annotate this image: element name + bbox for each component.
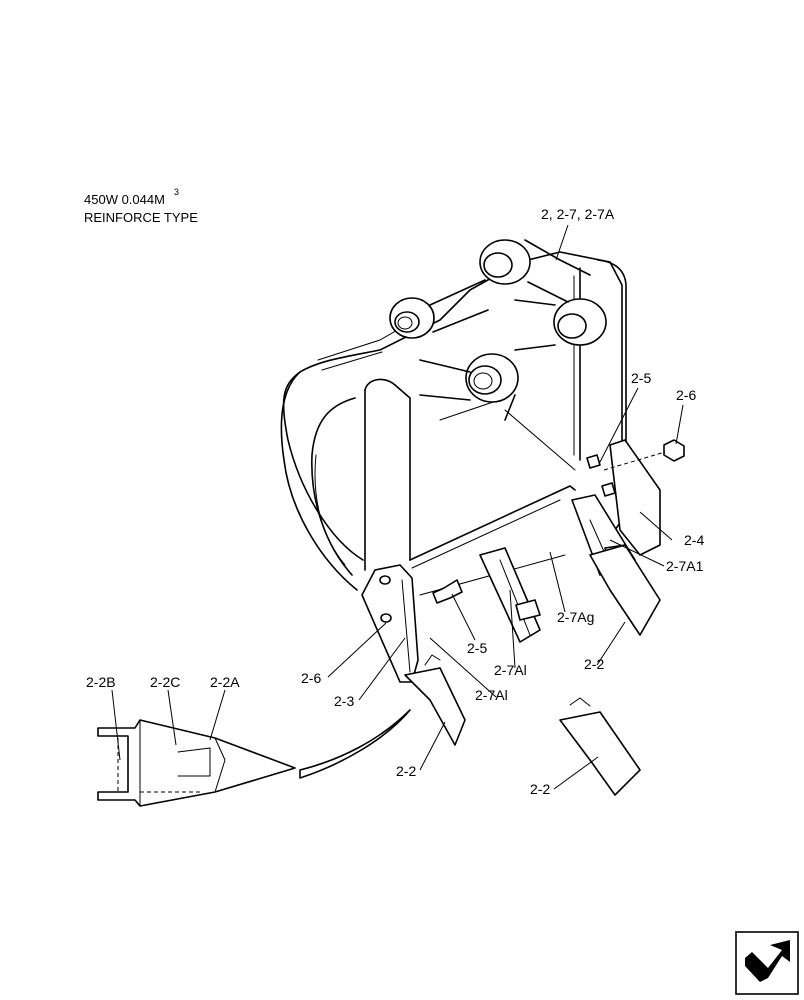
tooth-right	[589, 544, 661, 636]
tooth-detail	[97, 719, 296, 807]
callout-adapter-right: 2-7A1	[666, 558, 704, 574]
callout-adapter-center: 2-7Al	[494, 662, 527, 678]
bolt-right-top	[586, 454, 616, 497]
bolt-left	[432, 579, 463, 604]
callout-nut-left: 2-6	[301, 670, 321, 686]
callout-tooth-right: 2-2	[584, 656, 604, 672]
model-title: 450W 0.044M	[84, 192, 165, 207]
callout-tooth-detail-a: 2-2A	[210, 674, 240, 690]
next-page-arrow-icon[interactable]	[735, 931, 799, 995]
side-cutter-right	[609, 439, 661, 556]
callout-bolt-right: 2-5	[631, 370, 651, 386]
callout-labels: 2, 2-7, 2-7A 2-5 2-6 2-4 2-7A1 2-7Ag 2-5…	[86, 206, 704, 797]
callout-bolt-left: 2-5	[467, 640, 487, 656]
callout-adapter-mid: 2-7Ag	[557, 609, 594, 625]
callout-tooth-detail-c: 2-2C	[150, 674, 180, 690]
leader-lines	[111, 224, 684, 790]
model-superscript: 3	[174, 187, 179, 197]
callout-side-cutter-left: 2-3	[334, 693, 354, 709]
tooth-bottom	[559, 697, 641, 796]
tooth-left	[404, 654, 466, 746]
type-subtitle: REINFORCE TYPE	[84, 210, 198, 225]
callout-tooth-detail-b: 2-2B	[86, 674, 116, 690]
blade-sliver	[299, 709, 411, 779]
callout-tooth-bottom: 2-2	[530, 781, 550, 797]
callout-bucket-assembly: 2, 2-7, 2-7A	[541, 206, 615, 222]
callout-side-cutter-right: 2-4	[684, 532, 704, 548]
callout-tooth-left: 2-2	[396, 763, 416, 779]
pin-bosses	[389, 239, 607, 421]
callout-adapter-left: 2-7Al	[475, 687, 508, 703]
callout-nut-right: 2-6	[676, 387, 696, 403]
side-cutter-left	[361, 564, 419, 683]
nut-right	[663, 439, 685, 462]
